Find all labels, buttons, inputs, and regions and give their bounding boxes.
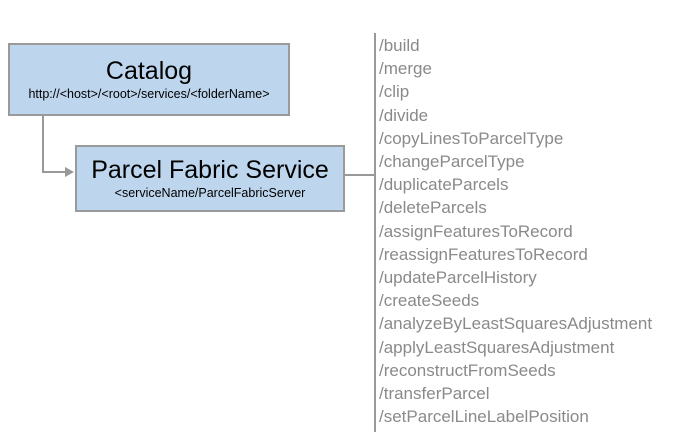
operation-item: /merge [379,59,432,79]
connector-catalog-horizontal-line [42,171,67,173]
operation-item: /changeParcelType [379,152,525,172]
operation-item: /transferParcel [379,384,490,404]
operation-item: /updateParcelHistory [379,268,537,288]
operations-divider-line [374,33,376,432]
operation-item: /duplicateParcels [379,175,509,195]
operation-item: /reassignFeaturesToRecord [379,244,588,264]
operation-item: /createSeeds [379,291,480,311]
operation-item: /clip [379,82,410,102]
operation-item: /divide [379,105,429,125]
operations-list: /build/merge/clip/divide/copyLinesToParc… [379,34,652,428]
connector-catalog-vertical-line [42,116,44,172]
operation-item: /deleteParcels [379,198,487,218]
parcel-fabric-service-node: Parcel Fabric Service <serviceName/Parce… [75,145,345,212]
connector-service-to-operations-line [345,174,374,176]
operation-item: /analyzeByLeastSquaresAdjustment [379,314,653,334]
operation-item: /reconstructFromSeeds [379,360,556,380]
operation-item: /applyLeastSquaresAdjustment [379,337,615,357]
operation-item: /build [379,36,420,55]
operation-item: /setParcelLineLabelPosition [379,407,589,427]
arrowhead-right-icon [65,167,74,177]
parcel-fabric-service-node-subtitle: <serviceName/ParcelFabricServer [114,186,306,200]
operation-item: /copyLinesToParcelType [379,128,564,148]
catalog-node-subtitle: http://<host>/<root>/services/<folderNam… [28,87,270,101]
parcel-fabric-service-node-title: Parcel Fabric Service [91,156,329,184]
catalog-node: Catalog http://<host>/<root>/services/<f… [8,43,290,116]
catalog-node-title: Catalog [105,57,193,85]
operation-item: /assignFeaturesToRecord [379,221,573,241]
